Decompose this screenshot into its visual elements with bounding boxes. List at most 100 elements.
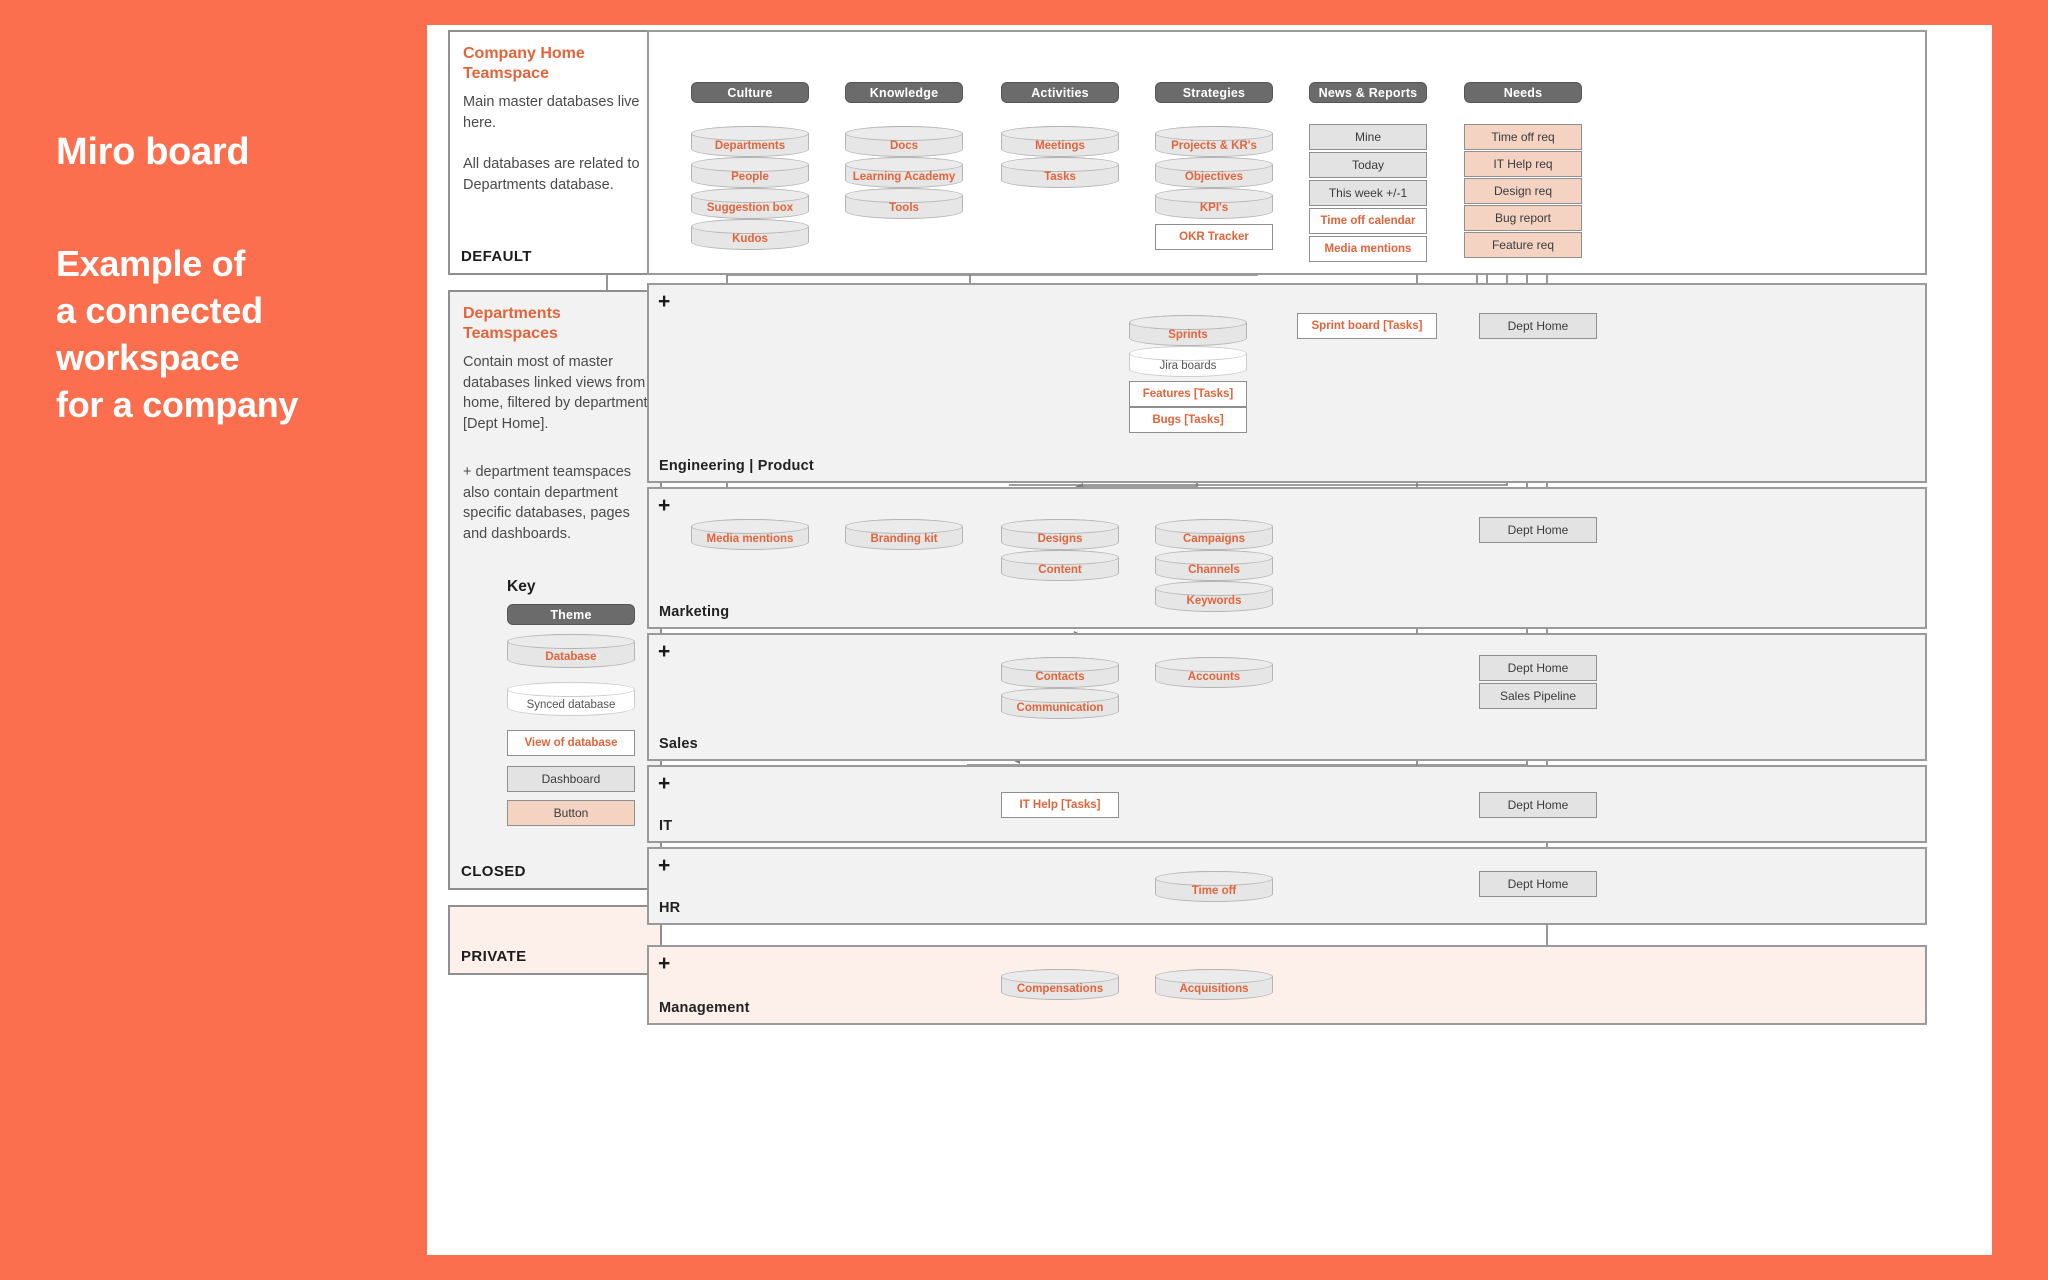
- add-button-hr[interactable]: +: [658, 854, 671, 877]
- theme-knowledge[interactable]: Knowledge: [845, 82, 963, 103]
- sidebar-card-private[interactable]: PRIVATE: [448, 905, 662, 975]
- db-label: Content: [1038, 564, 1082, 576]
- subtitle-line-3: workspace: [56, 336, 240, 378]
- add-button-it[interactable]: +: [658, 772, 671, 795]
- view-it-help-tasks[interactable]: IT Help [Tasks]: [1001, 792, 1119, 818]
- section-it[interactable]: + IT IT Help [Tasks] Dept Home: [647, 765, 1927, 843]
- theme-needs[interactable]: Needs: [1464, 82, 1582, 103]
- section-engineering-product[interactable]: + Engineering | Product Sprints Jira boa…: [647, 283, 1927, 483]
- legend-dashboard-chip: Dashboard: [507, 766, 635, 792]
- db-label: Time off: [1191, 885, 1237, 897]
- db-label: Compensations: [1016, 983, 1104, 995]
- db-label: Docs: [889, 140, 919, 152]
- db-label: Meetings: [1035, 140, 1085, 152]
- db-channels[interactable]: Channels: [1155, 550, 1273, 581]
- button-design-req[interactable]: Design req: [1464, 178, 1582, 204]
- dashboard-mine[interactable]: Mine: [1309, 124, 1427, 150]
- sidebar-card-tag-private: PRIVATE: [461, 948, 527, 965]
- theme-culture[interactable]: Culture: [691, 82, 809, 103]
- db-meetings[interactable]: Meetings: [1001, 126, 1119, 157]
- db-tools[interactable]: Tools: [845, 188, 963, 219]
- db-acquisitions[interactable]: Acquisitions: [1155, 969, 1273, 1000]
- section-marketing[interactable]: + Marketing Media mentions Branding kit …: [647, 487, 1927, 629]
- theme-strategies[interactable]: Strategies: [1155, 82, 1273, 103]
- db-suggestion-box[interactable]: Suggestion box: [691, 188, 809, 219]
- dashboard-dept-home-engineering[interactable]: Dept Home: [1479, 313, 1597, 339]
- section-management[interactable]: + Management Compensations Acquisitions: [647, 945, 1927, 1025]
- db-kpis[interactable]: KPI's: [1155, 188, 1273, 219]
- db-kudos[interactable]: Kudos: [691, 219, 809, 250]
- subtitle-line-1: Example of: [56, 243, 246, 285]
- key-item-database: Database: [507, 634, 635, 668]
- db-label: Suggestion box: [706, 202, 794, 214]
- view-media-mentions[interactable]: Media mentions: [1309, 236, 1427, 262]
- sidebar-card-tag-closed: CLOSED: [461, 863, 526, 880]
- dashboard-today[interactable]: Today: [1309, 152, 1427, 178]
- db-campaigns[interactable]: Campaigns: [1155, 519, 1273, 550]
- view-bugs-tasks[interactable]: Bugs [Tasks]: [1129, 407, 1247, 433]
- section-default[interactable]: Culture Knowledge Activities Strategies …: [647, 30, 1927, 275]
- dashboard-sales-pipeline[interactable]: Sales Pipeline: [1479, 683, 1597, 709]
- db-sprints[interactable]: Sprints: [1129, 315, 1247, 346]
- db-compensations[interactable]: Compensations: [1001, 969, 1119, 1000]
- button-it-help-req[interactable]: IT Help req: [1464, 151, 1582, 177]
- dashboard-dept-home-it[interactable]: Dept Home: [1479, 792, 1597, 818]
- dashboard-dept-home-sales[interactable]: Dept Home: [1479, 655, 1597, 681]
- dashboard-this-week[interactable]: This week +/-1: [1309, 180, 1427, 206]
- add-button-sales[interactable]: +: [658, 640, 671, 663]
- db-label: Tasks: [1044, 171, 1076, 183]
- theme-activities[interactable]: Activities: [1001, 82, 1119, 103]
- db-label: People: [731, 171, 769, 183]
- section-hr[interactable]: + HR Time off Dept Home: [647, 847, 1927, 925]
- page-subtitle: Example of a connected workspace for a c…: [56, 241, 416, 428]
- db-label: Contacts: [1035, 671, 1085, 683]
- subtitle-line-4: for a company: [56, 383, 299, 425]
- db-contacts[interactable]: Contacts: [1001, 657, 1119, 688]
- db-label: KPI's: [1199, 202, 1229, 214]
- legend-view-chip: View of database: [507, 730, 635, 756]
- subtitle-line-2: a connected: [56, 290, 263, 332]
- add-button-engineering[interactable]: +: [658, 290, 671, 313]
- db-branding-kit[interactable]: Branding kit: [845, 519, 963, 550]
- db-objectives[interactable]: Objectives: [1155, 157, 1273, 188]
- db-people[interactable]: People: [691, 157, 809, 188]
- section-label-management: Management: [659, 1000, 750, 1016]
- left-title-block: Miro board Example of a connected worksp…: [56, 128, 416, 429]
- db-docs[interactable]: Docs: [845, 126, 963, 157]
- db-departments[interactable]: Departments: [691, 126, 809, 157]
- sidebar-card-body-1: Contain most of master databases linked …: [463, 354, 648, 432]
- view-sprint-board-tasks[interactable]: Sprint board [Tasks]: [1297, 313, 1437, 339]
- db-learning-academy[interactable]: Learning Academy: [845, 157, 963, 188]
- theme-news-reports[interactable]: News & Reports: [1309, 82, 1427, 103]
- db-designs[interactable]: Designs: [1001, 519, 1119, 550]
- db-label: Learning Academy: [852, 171, 956, 183]
- db-media-mentions[interactable]: Media mentions: [691, 519, 809, 550]
- sidebar-card-tag-default: DEFAULT: [461, 248, 532, 265]
- db-communication[interactable]: Communication: [1001, 688, 1119, 719]
- add-button-marketing[interactable]: +: [658, 494, 671, 517]
- button-bug-report[interactable]: Bug report: [1464, 205, 1582, 231]
- key-item-synced-database: Synced database: [507, 682, 635, 716]
- db-content[interactable]: Content: [1001, 550, 1119, 581]
- dashboard-dept-home-hr[interactable]: Dept Home: [1479, 871, 1597, 897]
- legend-button-chip: Button: [507, 800, 635, 826]
- add-button-management[interactable]: +: [658, 952, 671, 975]
- section-label-sales: Sales: [659, 736, 698, 752]
- db-time-off[interactable]: Time off: [1155, 871, 1273, 902]
- button-time-off-req[interactable]: Time off req: [1464, 124, 1582, 150]
- db-jira-boards[interactable]: Jira boards: [1129, 346, 1247, 377]
- view-okr-tracker[interactable]: OKR Tracker: [1155, 224, 1273, 250]
- section-sales[interactable]: + Sales Contacts Communication Accounts …: [647, 633, 1927, 761]
- button-feature-req[interactable]: Feature req: [1464, 232, 1582, 258]
- db-projects-krs[interactable]: Projects & KR's: [1155, 126, 1273, 157]
- db-tasks[interactable]: Tasks: [1001, 157, 1119, 188]
- db-accounts[interactable]: Accounts: [1155, 657, 1273, 688]
- db-keywords[interactable]: Keywords: [1155, 581, 1273, 612]
- view-time-off-calendar[interactable]: Time off calendar: [1309, 208, 1427, 234]
- view-features-tasks[interactable]: Features [Tasks]: [1129, 381, 1247, 407]
- dashboard-dept-home-marketing[interactable]: Dept Home: [1479, 517, 1597, 543]
